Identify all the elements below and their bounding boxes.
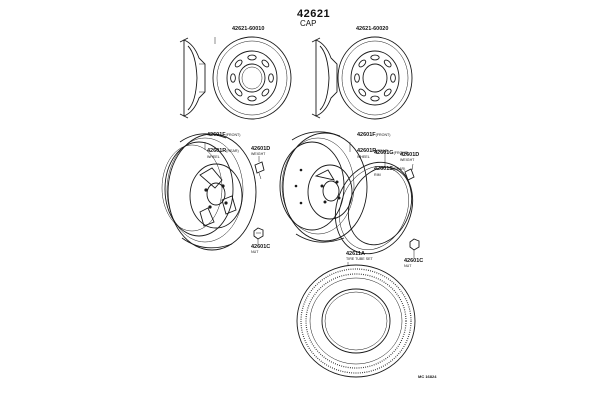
cap-slot [268, 73, 274, 83]
cap-slot [383, 59, 392, 68]
nut-right [409, 238, 420, 251]
cap-slot [247, 54, 257, 61]
rim-ring [334, 161, 414, 255]
cap-slot [383, 88, 392, 97]
weight-left [254, 161, 265, 180]
cap-slot [390, 73, 396, 83]
cap-slot [247, 95, 257, 102]
wheel-left [161, 133, 257, 251]
wheel-left-label: 42601F(FRONT) 42601R(REAR) WHEEL [207, 132, 241, 159]
wheel-right-label: 42601F(FRONT) 42601R(REAR) WHEEL [357, 132, 391, 159]
cap-slot [261, 88, 270, 97]
weight-right [404, 168, 415, 181]
cap-slot [370, 54, 380, 61]
main-part-name: CAP [300, 19, 317, 28]
main-part-number: 42621 [297, 8, 331, 20]
cap-slot [234, 59, 243, 68]
rim-label: 42601G(FRONT) 42601S(REAR) RIM [374, 150, 409, 177]
cap-side-view-2 [311, 37, 338, 119]
nut-right-label: 42601C NUT [404, 258, 424, 268]
weight-right-label: 42601D WEIGHT [400, 152, 420, 162]
weight-left-label: 42601D WEIGHT [251, 146, 271, 156]
nut-left-label: 42601C NUT [251, 244, 271, 254]
cap-slot [370, 95, 380, 102]
cap-side-view-1 [179, 37, 206, 119]
cap-slot [261, 59, 270, 68]
cap-front-view-2 [337, 36, 413, 120]
nut-left [253, 227, 264, 240]
leader-lines [204, 37, 415, 266]
cap-slot [354, 73, 360, 83]
cap-slot [234, 88, 243, 97]
tire-label: 42611A TIRE TUBE SET [346, 251, 373, 261]
cap-slot [358, 88, 367, 97]
wheel-right [279, 131, 368, 243]
cap-code-2: 42621-60020 [356, 26, 389, 32]
cap-front-view-1 [212, 36, 292, 120]
tire-tube-set [296, 264, 416, 378]
figure-reference: MC 16824 [418, 374, 437, 379]
cap-code-1: 42621-60010 [232, 26, 265, 32]
cap-slot [230, 73, 236, 83]
cap-slot [358, 59, 367, 68]
